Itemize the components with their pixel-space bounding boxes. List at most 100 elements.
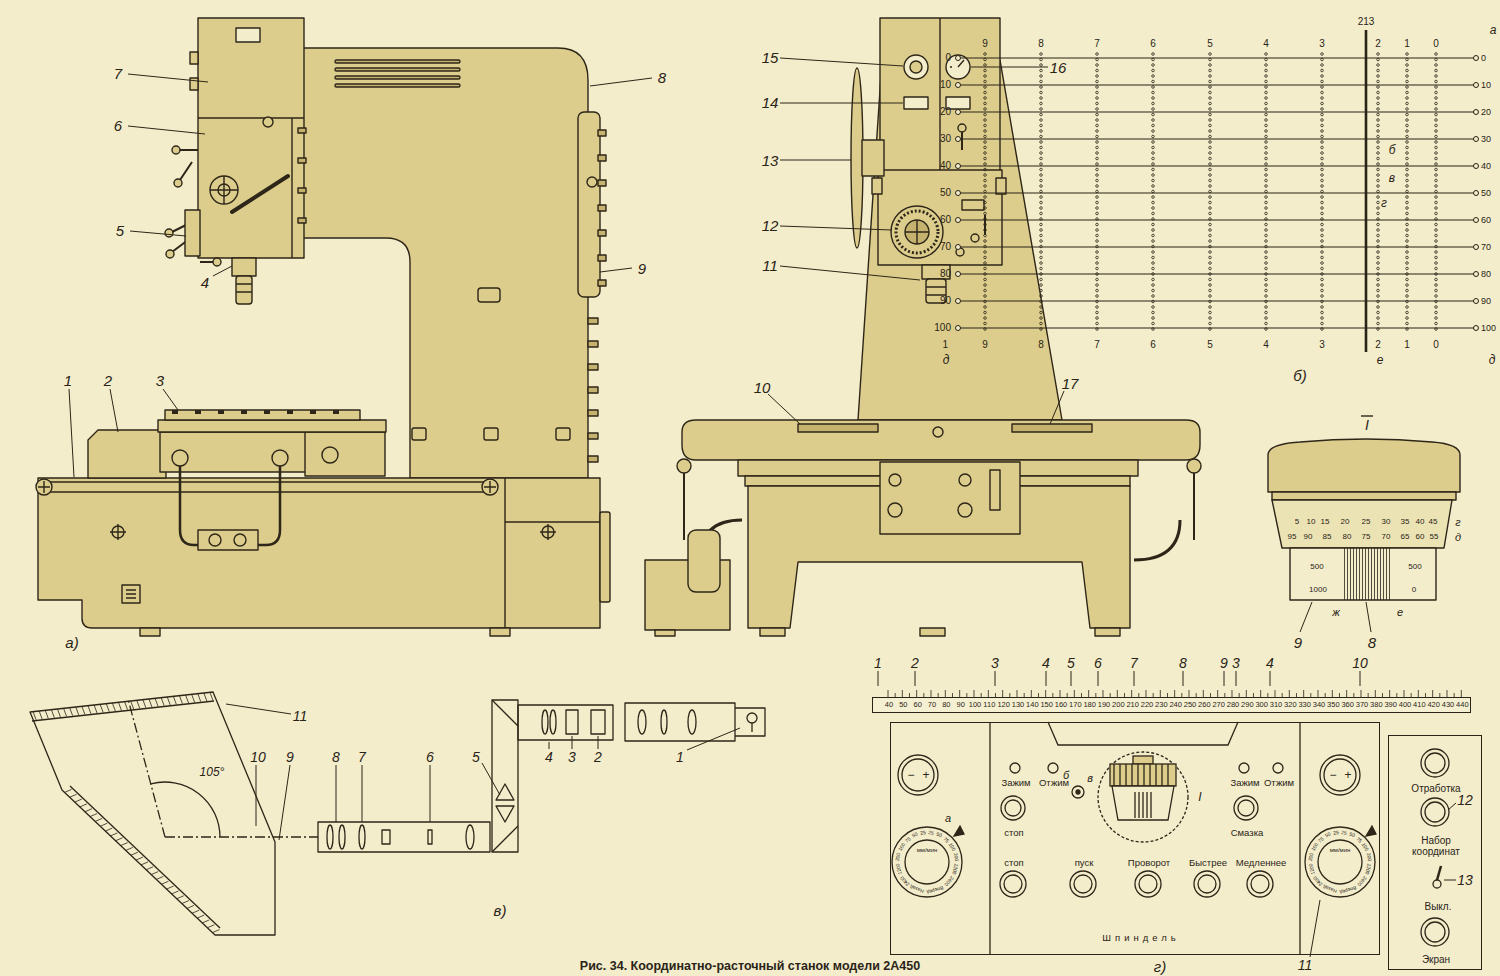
coordinate-grid-part	[984, 86, 987, 89]
coordinate-grid-part	[1435, 146, 1438, 149]
scale-number: 7	[1094, 39, 1100, 49]
side-view-part	[172, 150, 214, 262]
coordinate-grid-part	[1265, 130, 1268, 133]
hatching-part	[75, 799, 82, 802]
coordinate-grid-part	[1096, 317, 1099, 320]
coordinate-grid-part	[1152, 284, 1155, 287]
view-letter: б)	[1293, 368, 1306, 383]
coordinate-grid-part	[1406, 80, 1409, 83]
coordinate-grid-part	[984, 102, 987, 105]
callout-number: 9	[286, 750, 294, 764]
side-view-part	[158, 420, 386, 432]
coordinate-grid-part	[984, 113, 987, 116]
optical-scheme-part	[428, 830, 432, 844]
side-view-part	[587, 177, 597, 187]
side-view-part-part	[264, 410, 270, 414]
ruler-ticks-part	[1360, 690, 1361, 697]
scale-number: 60	[1416, 533, 1425, 541]
scale-letter: г	[1380, 197, 1388, 209]
control-panel-drawing-part	[1273, 763, 1283, 773]
coordinate-grid-part	[1152, 196, 1155, 199]
coordinate-grid-part	[1152, 234, 1155, 237]
coordinate-grid-part	[1474, 164, 1479, 169]
front-view-part	[889, 474, 901, 486]
coordinate-grid-part	[1040, 218, 1043, 221]
hatching-part	[82, 706, 85, 714]
coordinate-grid-part	[1096, 141, 1099, 144]
coordinate-grid-part	[1152, 289, 1155, 292]
scale-number: 6	[1150, 39, 1156, 49]
side-view-part-part	[335, 76, 460, 79]
coordinate-grid-part	[1435, 306, 1438, 309]
coordinate-grid-part	[1406, 311, 1409, 314]
coordinate-grid-part	[1040, 163, 1043, 166]
ruler-ticks-part	[1160, 690, 1161, 697]
control-panel-drawing-part	[1074, 875, 1092, 893]
scale-number: 0	[945, 53, 951, 63]
optical-scheme-part	[496, 784, 514, 822]
control-panel-drawing-part	[1433, 880, 1441, 888]
coordinate-grid-part	[1152, 245, 1155, 248]
control-panel-drawing-part	[1247, 871, 1273, 897]
coordinate-grid-part	[1435, 168, 1438, 171]
hatching-part	[131, 701, 134, 709]
coordinate-grid-part	[1040, 322, 1043, 325]
optical-scheme-part	[492, 700, 518, 852]
hatching-part	[1380, 548, 1381, 600]
hatching-part	[155, 698, 158, 706]
coordinate-grid-part	[1406, 223, 1409, 226]
control-panel-drawing-part	[1305, 827, 1375, 897]
coordinate-grid-part	[1406, 229, 1409, 232]
coordinate-grid-part	[1321, 229, 1324, 232]
coordinate-grid-part	[1096, 322, 1099, 325]
scale-number: 40	[940, 161, 951, 171]
view-letter: а)	[65, 635, 78, 650]
coordinate-grid-part	[1152, 306, 1155, 309]
hatching-part	[88, 706, 91, 714]
coordinate-grid-part	[1209, 135, 1212, 138]
coordinate-grid-part	[1321, 240, 1324, 243]
hatching-part	[1356, 548, 1357, 600]
coordinate-grid-part	[1406, 273, 1409, 276]
hatching-part	[167, 697, 170, 705]
ruler-ticks-part	[1231, 690, 1232, 697]
scale-number: 380	[1370, 700, 1383, 708]
control-panel: ЗажимОтжимЗажимОтжимстопСмазкастоппускПр…	[890, 722, 1380, 955]
hatching-part	[121, 843, 128, 846]
coordinate-grid-part	[1321, 135, 1324, 138]
coordinate-grid-part	[1096, 146, 1099, 149]
scale-number: 30	[1481, 135, 1491, 144]
leader-lines-part	[226, 704, 740, 840]
callout-number: 6	[1094, 656, 1102, 670]
scale-number: 500	[1408, 563, 1421, 571]
optical-scheme-part	[151, 782, 220, 837]
coordinate-grid-part	[1377, 229, 1380, 232]
scale-number: 90	[940, 296, 951, 306]
coordinate-grid-part	[958, 57, 1476, 58]
coordinate-grid-part	[1474, 272, 1479, 277]
coordinate-grid-part	[1209, 300, 1212, 303]
scale-letter: д	[1455, 532, 1461, 543]
coordinate-grid-part	[1321, 168, 1324, 171]
side-view-part-part	[598, 255, 606, 261]
coordinate-grid-part	[1096, 119, 1099, 122]
coordinate-grid-part	[1152, 152, 1155, 155]
coordinate-grid-part	[1265, 53, 1268, 56]
scale-number: 70	[1382, 533, 1391, 541]
coordinate-grid-part	[1321, 223, 1324, 226]
ruler-ticks-part	[902, 690, 903, 697]
coordinate-grid-part	[1209, 113, 1212, 116]
coordinate-grid-part	[984, 201, 987, 204]
coordinate-grid-part	[1209, 102, 1212, 105]
coordinate-grid-part	[1040, 196, 1043, 199]
coordinate-grid-part	[1406, 53, 1409, 56]
coordinate-grid-part	[1096, 91, 1099, 94]
side-view-part	[335, 60, 460, 87]
callout-number: 3	[991, 656, 999, 670]
coordinate-grid-part	[1321, 251, 1324, 254]
coordinate-grid-part	[1377, 306, 1380, 309]
coordinate-grid-part	[1377, 262, 1380, 265]
callout-number: 9	[1220, 656, 1228, 670]
coordinate-grid-part	[1265, 146, 1268, 149]
coordinate-grid-part	[1096, 174, 1099, 177]
